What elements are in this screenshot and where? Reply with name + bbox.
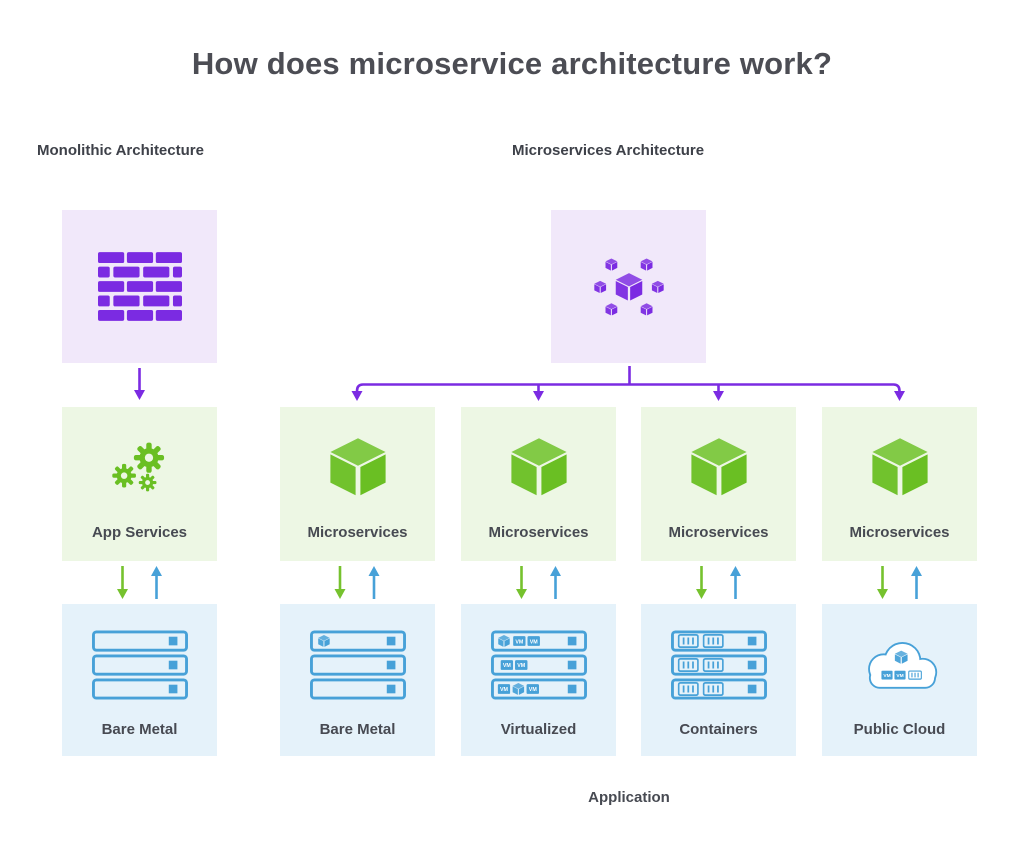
bare-metal-label: Bare Metal [101,721,178,738]
server-rack-icon [91,630,188,700]
monolith-bare-metal-box: Bare Metal [62,604,217,756]
containers-infra-box: Containers [641,604,796,756]
public-cloud-infra-box: Public Cloud [822,604,977,756]
app-services-box: App Services [62,407,217,561]
infra-label-2: Virtualized [500,721,577,738]
cube-cluster-icon [593,257,664,315]
cube-icon [688,437,750,497]
microservices-label-2: Microservices [488,524,589,541]
virtualized-infra-box: Virtualized [461,604,616,756]
microservices-box-4: Microservices [822,407,977,561]
gears-icon [111,442,164,492]
application-label: Application [588,789,670,806]
microservices-heading: Microservices Architecture [512,142,705,159]
microservices-label-3: Microservices [668,524,769,541]
cube-icon [508,437,570,497]
infra-label-3: Containers [679,721,758,738]
microservices-app-box [551,210,706,363]
monolith-app-box [62,210,217,363]
infra-label-1: Bare Metal [319,721,396,738]
microservices-label-4: Microservices [849,524,950,541]
cloud-icon [867,641,937,689]
container-server-icon [670,630,767,700]
app-services-label: App Services [91,524,188,541]
microservices-box-3: Microservices [641,407,796,561]
cube-icon [327,437,389,497]
brick-wall-icon [97,252,182,321]
page-title: How does microservice architecture work? [191,46,833,81]
vm-server-icon [490,630,587,700]
microservices-box-1: Microservices [280,407,435,561]
microservices-box-2: Microservices [461,407,616,561]
cube-icon [869,437,931,497]
infra-label-4: Public Cloud [853,721,946,738]
monolithic-heading: Monolithic Architecture [37,142,204,159]
server-rack-cube-icon [309,630,406,700]
microservices-label-1: Microservices [307,524,408,541]
bare-metal-infra-box: Bare Metal [280,604,435,756]
